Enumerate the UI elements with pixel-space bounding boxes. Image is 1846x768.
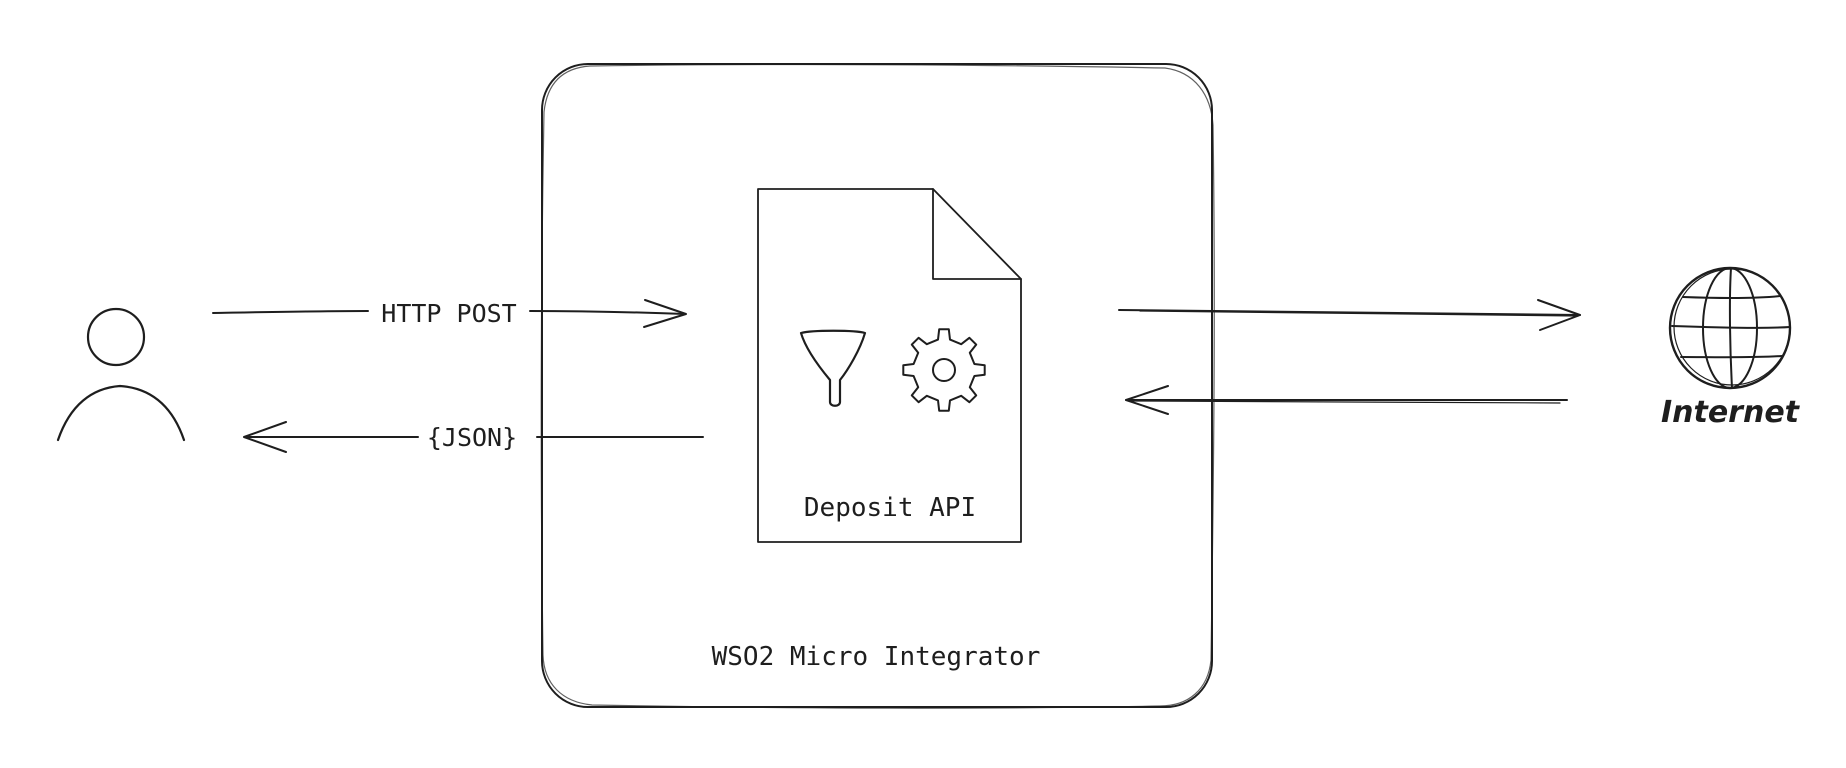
- request-label: HTTP POST: [381, 299, 516, 328]
- user-icon: [56, 307, 186, 442]
- response-label: {JSON}: [427, 423, 517, 452]
- request-arrow: HTTP POST: [212, 299, 687, 328]
- incoming-arrow: [1125, 385, 1568, 415]
- container-label: WSO2 Micro Integrator: [712, 642, 1041, 672]
- gear-icon: [902, 328, 986, 412]
- filter-icon: [799, 329, 867, 407]
- response-arrow: {JSON}: [243, 421, 704, 453]
- api-label: Deposit API: [804, 493, 976, 523]
- outgoing-arrow: [1118, 299, 1581, 331]
- document-icon: [757, 188, 1022, 543]
- micro-integrator-container: WSO2 Micro Integrator: [540, 63, 1215, 709]
- internet-label: Internet: [1661, 395, 1801, 430]
- globe-icon: [1668, 266, 1792, 390]
- deposit-api-document: Deposit API: [757, 188, 1022, 543]
